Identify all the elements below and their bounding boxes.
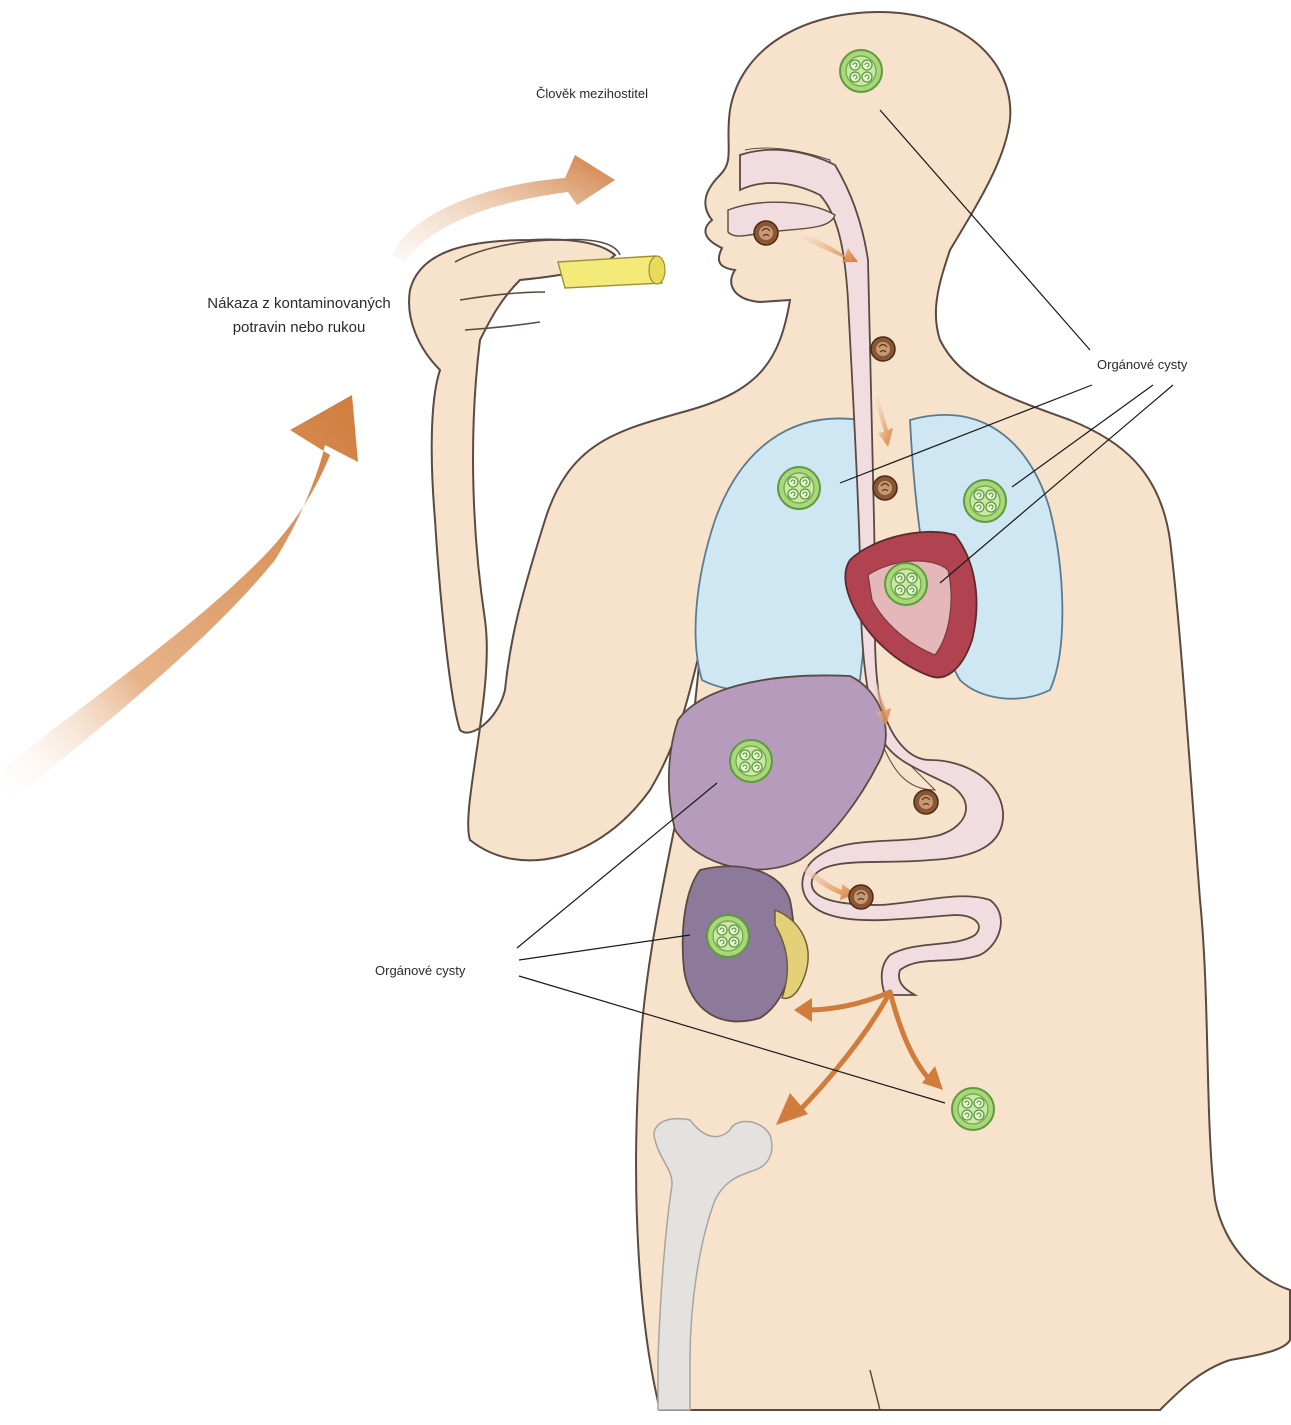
cyst-lung-right xyxy=(964,480,1006,522)
egg-mouth xyxy=(754,221,778,245)
cyst-brain xyxy=(840,50,882,92)
organ-cysts-label-left: Orgánové cysty xyxy=(375,963,465,978)
infection-label: Nákaza z kontaminovaných potravin nebo r… xyxy=(168,292,430,340)
egg-intestine xyxy=(849,885,873,909)
egg-oesophagus-upper xyxy=(871,337,895,361)
egg-oesophagus-lower xyxy=(873,476,897,500)
egg-stomach xyxy=(914,790,938,814)
cyst-heart xyxy=(885,563,927,605)
infection-arrow-large xyxy=(0,395,358,810)
contaminated-food xyxy=(558,256,665,288)
infection-label-line1: Nákaza z kontaminovaných xyxy=(207,295,390,312)
cyst-abdomen xyxy=(952,1088,994,1130)
host-label: Člověk mezihostitel xyxy=(536,86,648,101)
organ-cysts-label-right: Orgánové cysty xyxy=(1097,357,1187,372)
cyst-lung-left xyxy=(778,467,820,509)
cyst-liver xyxy=(730,740,772,782)
cyst-kidney xyxy=(707,915,749,957)
infection-label-line2: potravin nebo rukou xyxy=(233,319,366,336)
